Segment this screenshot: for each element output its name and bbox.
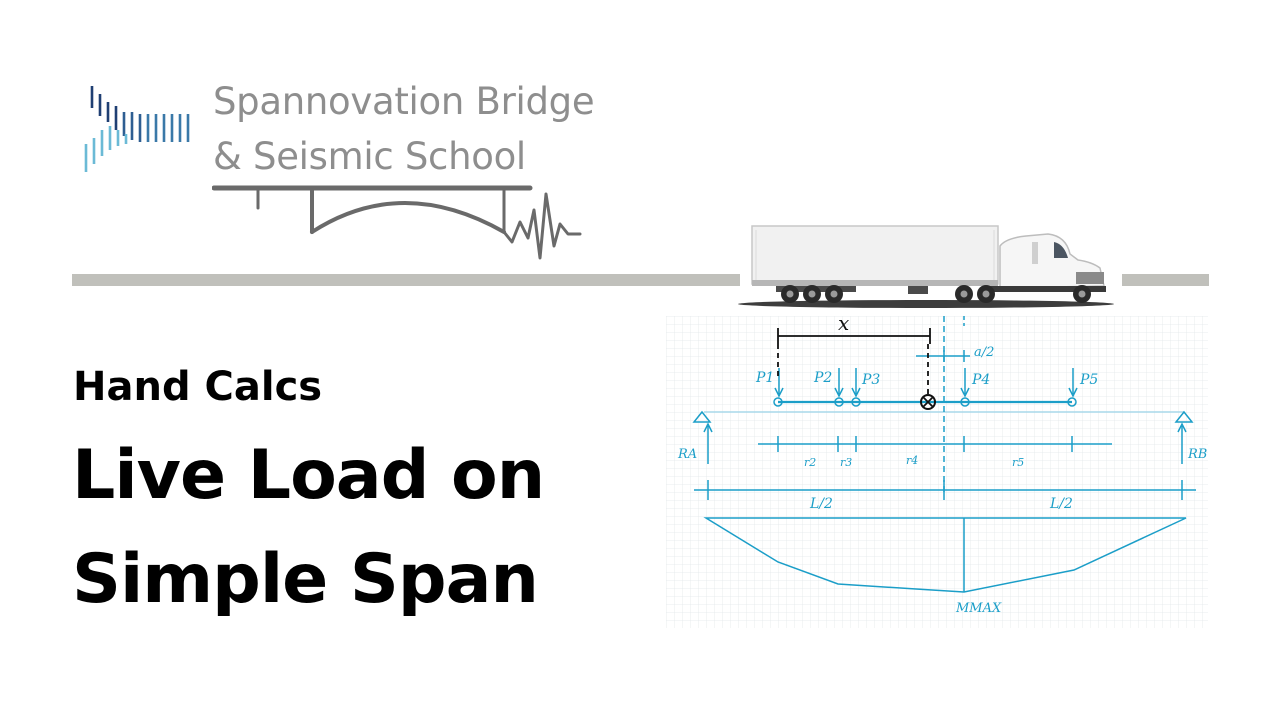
label-a-half: a/2 <box>974 345 994 360</box>
arch-bridge-seismic-wave-icon <box>212 185 582 260</box>
label-p4: P4 <box>971 372 990 388</box>
label-x: x <box>838 316 849 335</box>
label-p2: P2 <box>813 370 832 386</box>
label-l-half-left: L/2 <box>809 496 833 512</box>
brand-name-line2: & Seismic School <box>213 135 526 178</box>
label-r4: r4 <box>906 454 918 467</box>
road-rule-right <box>1122 274 1209 286</box>
semi-truck-icon <box>738 225 1114 308</box>
label-p3: P3 <box>861 372 880 388</box>
page-title-line2: Simple Span <box>72 540 539 619</box>
label-mmax: MMAX <box>955 601 1002 616</box>
brand-logo-icon <box>84 86 190 172</box>
label-r2: r2 <box>804 456 816 469</box>
moment-diagram: x a/2 P1 P2 P3 P4 P5 RA RB r2 r3 r4 r5 L… <box>666 316 1208 628</box>
subtitle: Hand Calcs <box>73 364 323 410</box>
page-title-line1: Live Load on <box>72 436 545 515</box>
brand-name-line1: Spannovation Bridge <box>213 80 595 123</box>
label-rb: RB <box>1187 447 1207 462</box>
label-r5: r5 <box>1012 456 1024 469</box>
road-rule-left <box>72 274 740 286</box>
label-r3: r3 <box>840 456 852 469</box>
label-p1: P1 <box>755 370 774 386</box>
label-l-half-right: L/2 <box>1049 496 1073 512</box>
label-p5: P5 <box>1079 372 1098 388</box>
label-ra: RA <box>677 447 697 462</box>
